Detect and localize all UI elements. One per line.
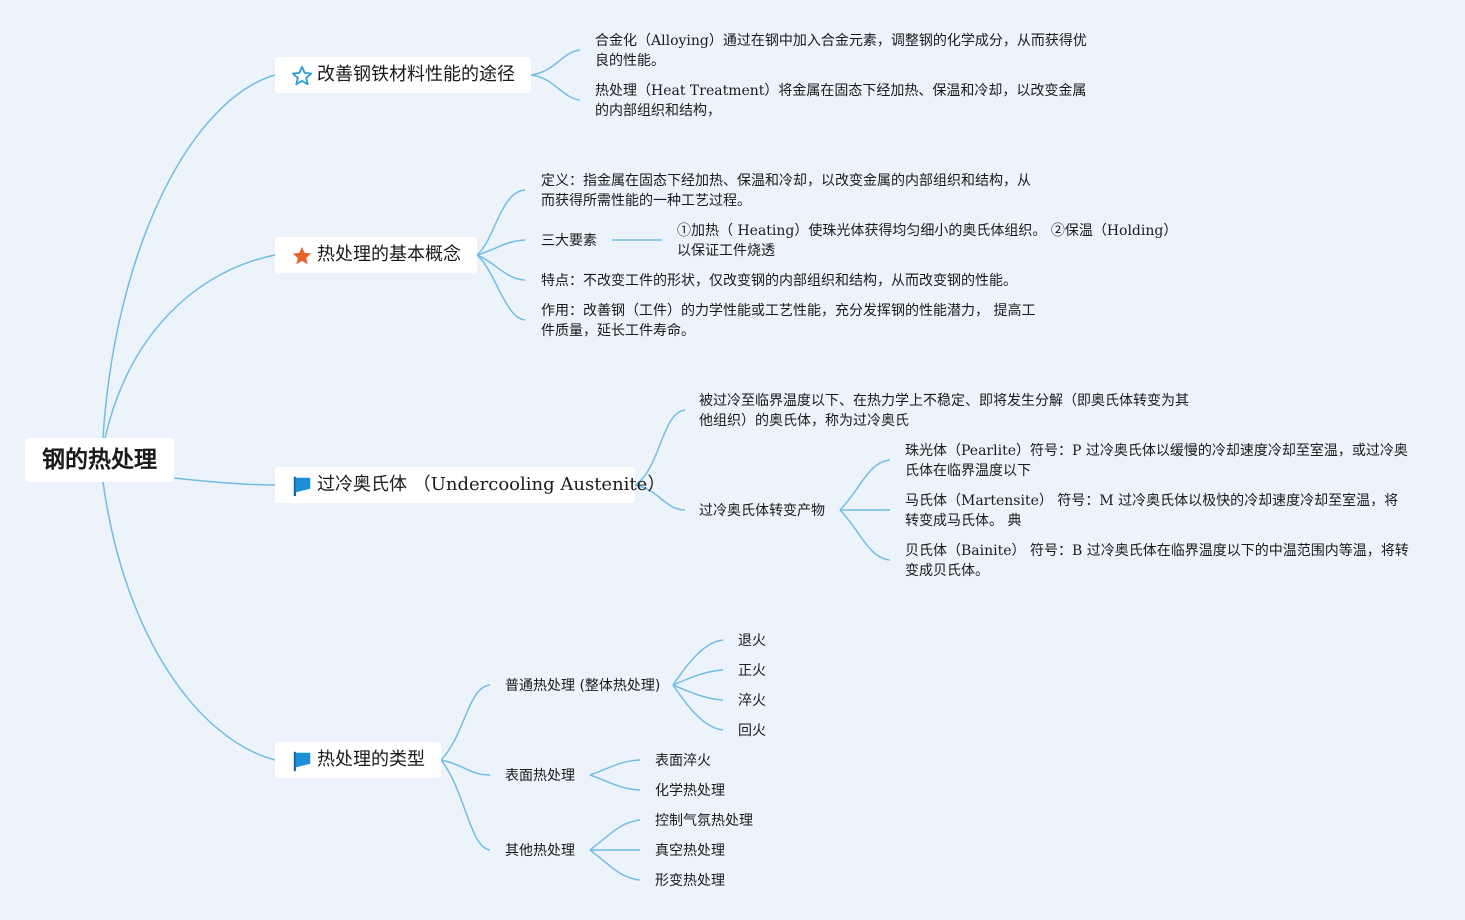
flag-icon [293, 476, 311, 497]
leaf-quenching[interactable]: 淬火 [738, 693, 766, 709]
leaf-characteristics[interactable]: 特点：不改变工件的形状，仅改变钢的内部组织和结构，从而改变钢的性能。 [541, 273, 1017, 289]
connector [440, 759, 491, 776]
connector [476, 254, 526, 281]
connector [634, 484, 686, 511]
connector [173, 477, 276, 486]
leaf-bainite[interactable]: 贝氏体（Bainite） 符号：B 过冷奥氏体在临界温度以下的中温范围内等温，将… [905, 543, 1409, 579]
star-outline-icon [291, 65, 313, 86]
connector [530, 74, 581, 101]
leaf-martensite[interactable]: 马氏体（Martensite） 符号：M 过冷奥氏体以极快的冷却速度冷却至室温，… [905, 493, 1399, 529]
connector [476, 189, 526, 256]
leaf-function[interactable]: 作用：改善钢（工件）的力学性能或工艺性能，充分发挥钢的性能潜力， 提高工件质量，… [541, 303, 1036, 339]
leaf-deformation-heat-treatment[interactable]: 形变热处理 [655, 873, 725, 889]
branch-heat-treatment-types[interactable]: 热处理的类型 [275, 742, 441, 778]
branch-label: 改善钢铁材料性能的途径 [317, 64, 515, 85]
connector [672, 684, 724, 731]
branch-basic-concept[interactable]: 热处理的基本概念 [275, 237, 477, 273]
connector [476, 239, 526, 256]
branch-label: 过冷奥氏体 （Undercooling Austenite） [317, 474, 666, 495]
leaf-controlled-atmosphere[interactable]: 控制气氛热处理 [655, 813, 753, 829]
connector [589, 819, 641, 851]
connector [589, 774, 641, 791]
connector [440, 684, 491, 761]
leaf-surface-heat-treatment[interactable]: 表面热处理 [505, 768, 575, 784]
leaf-alloying[interactable]: 合金化（Alloying）通过在钢中加入合金元素，调整钢的化学成分，从而获得优良… [595, 33, 1087, 69]
connector [102, 481, 276, 761]
connector [530, 49, 581, 76]
connector [102, 74, 276, 439]
leaf-vacuum-heat-treatment[interactable]: 真空热处理 [655, 843, 725, 859]
connector [634, 409, 686, 486]
leaf-heat-treatment[interactable]: 热处理（Heat Treatment）将金属在固态下经加热、保温和冷却，以改变金… [595, 83, 1087, 119]
connector [476, 254, 526, 321]
leaf-pearlite[interactable]: 珠光体（Pearlite）符号：P 过冷奥氏体以缓慢的冷却速度冷却至室温，或过冷… [905, 443, 1408, 479]
connector [589, 759, 641, 776]
flag-icon [293, 751, 311, 772]
star-filled-icon [292, 246, 312, 265]
connector [839, 509, 891, 561]
leaf-ordinary-heat-treatment[interactable]: 普通热处理 (整体热处理) [505, 678, 661, 694]
branch-undercooling-austenite[interactable]: 过冷奥氏体 （Undercooling Austenite） [275, 467, 665, 503]
leaf-other-heat-treatment[interactable]: 其他热处理 [505, 843, 575, 859]
leaf-undercooled-definition[interactable]: 被过冷至临界温度以下、在热力学上不稳定、即将发生分解（即奥氏体转变为其他组织）的… [699, 393, 1189, 429]
connector [589, 849, 641, 881]
connector [104, 254, 276, 439]
branch-improve-steel[interactable]: 改善钢铁材料性能的途径 [275, 57, 531, 93]
leaf-tempering[interactable]: 回火 [738, 723, 766, 739]
branch-label: 热处理的基本概念 [317, 244, 461, 265]
leaf-chemical-heat-treatment[interactable]: 化学热处理 [655, 783, 725, 799]
leaf-three-elements-detail[interactable]: ①加热（ Heating）使珠光体获得均匀细小的奥氏体组织。 ②保温（Holdi… [677, 223, 1178, 259]
leaf-annealing[interactable]: 退火 [738, 633, 766, 649]
leaf-normalizing[interactable]: 正火 [738, 663, 766, 679]
connector [440, 759, 491, 851]
leaf-surface-quenching[interactable]: 表面淬火 [655, 753, 711, 769]
connector [672, 639, 724, 686]
leaf-definition[interactable]: 定义：指金属在固态下经加热、保温和冷却，以改变金属的内部组织和结构，从而获得所需… [541, 173, 1031, 209]
branch-label: 热处理的类型 [317, 749, 425, 770]
leaf-three-elements[interactable]: 三大要素 [541, 233, 597, 249]
connector [839, 459, 891, 511]
connector [672, 684, 724, 701]
leaf-transformation-products[interactable]: 过冷奥氏体转变产物 [699, 503, 825, 519]
root-topic[interactable]: 钢的热处理 [25, 438, 174, 482]
connector [672, 669, 724, 686]
